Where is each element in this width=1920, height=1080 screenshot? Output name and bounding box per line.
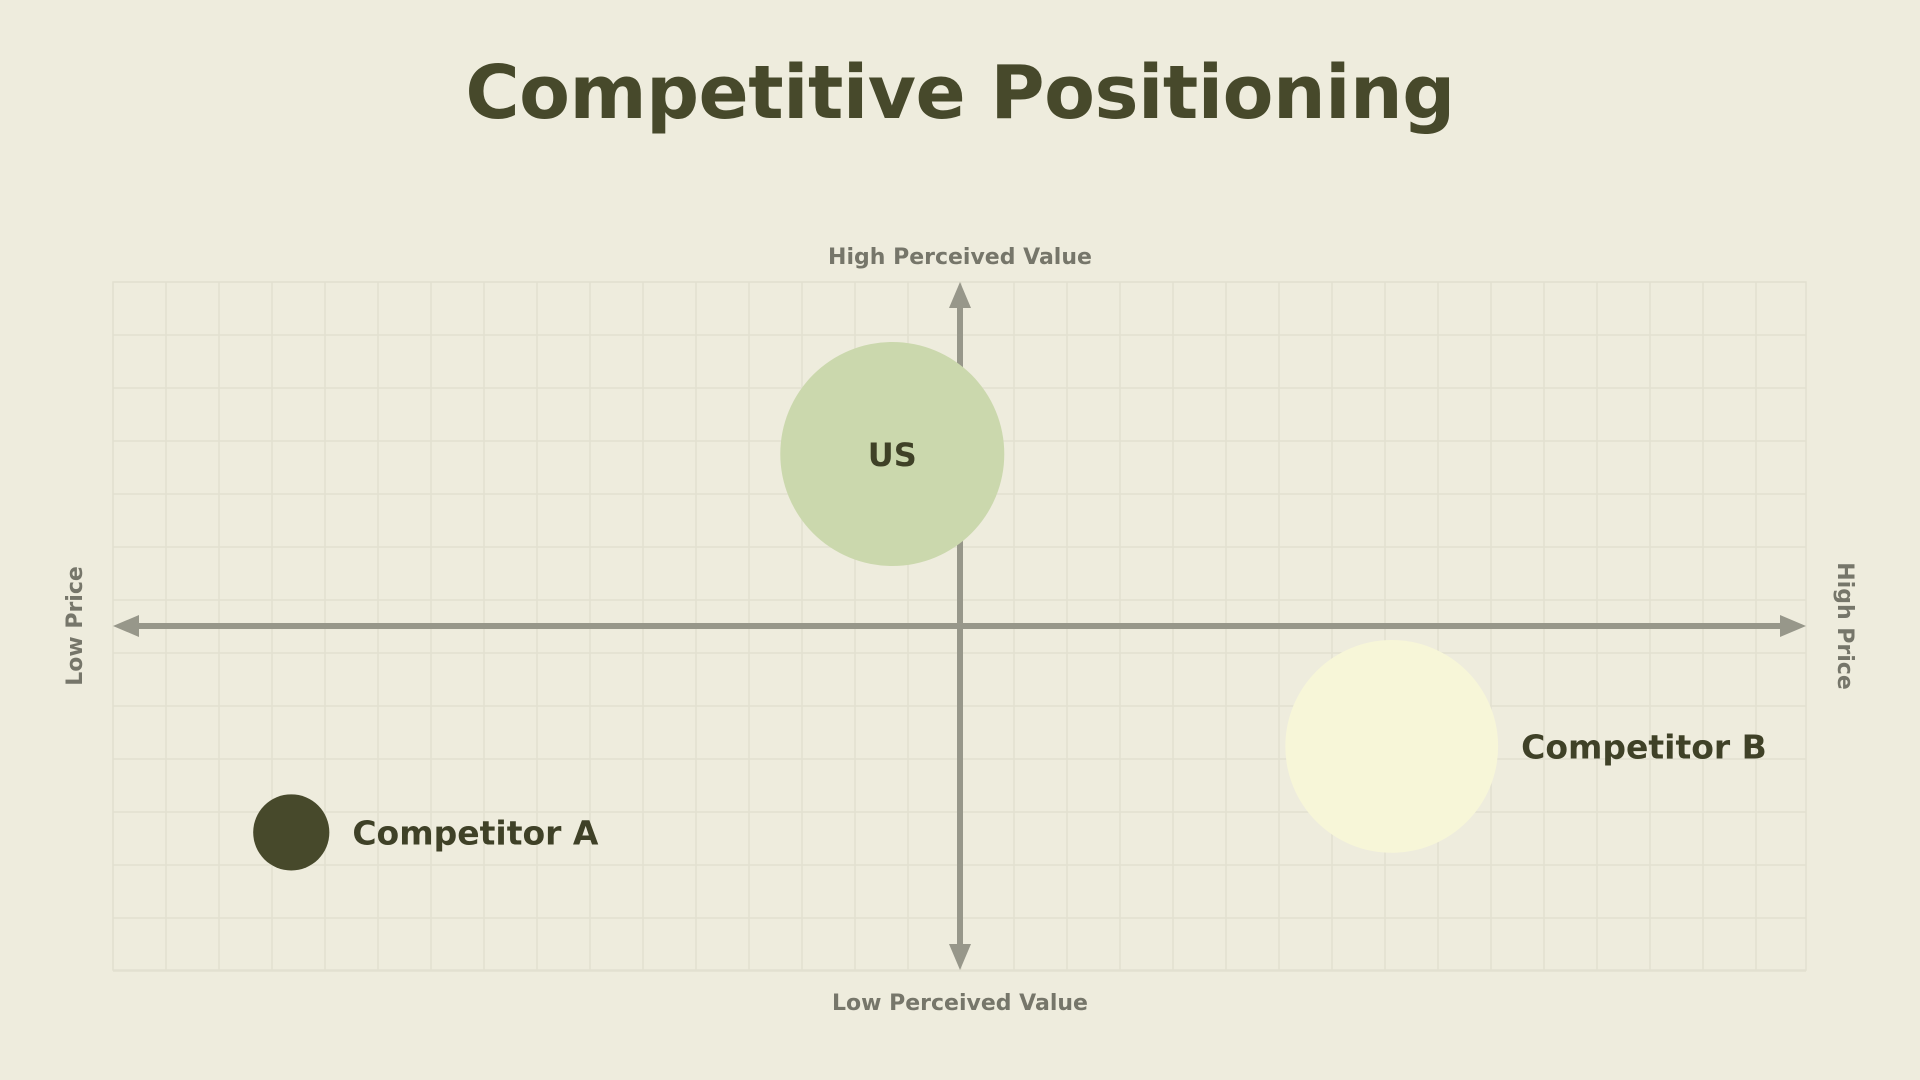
- bubble-label-competitor-b: Competitor B: [1521, 727, 1767, 766]
- y-axis-arrow-bottom: [949, 944, 971, 970]
- axis-label-left: Low Price: [63, 566, 88, 686]
- x-axis-arrow-right: [1780, 615, 1806, 637]
- x-axis-arrow-left: [113, 615, 139, 637]
- bubble-competitor-a: [253, 794, 330, 871]
- axis-label-right: High Price: [1832, 562, 1857, 690]
- bubble-label-us: US: [868, 436, 917, 474]
- y-axis-arrow-top: [949, 282, 971, 308]
- axis-label-bottom: Low Perceived Value: [832, 991, 1088, 1016]
- bubble-us: [780, 342, 1005, 566]
- bubble-competitor-b: [1285, 640, 1499, 853]
- axis-label-top: High Perceived Value: [828, 245, 1092, 270]
- bubble-label-competitor-a: Competitor A: [352, 813, 599, 852]
- slide-title: Competitive Positioning: [465, 50, 1455, 136]
- bubbles: US Competitor B Competitor A: [253, 342, 1767, 871]
